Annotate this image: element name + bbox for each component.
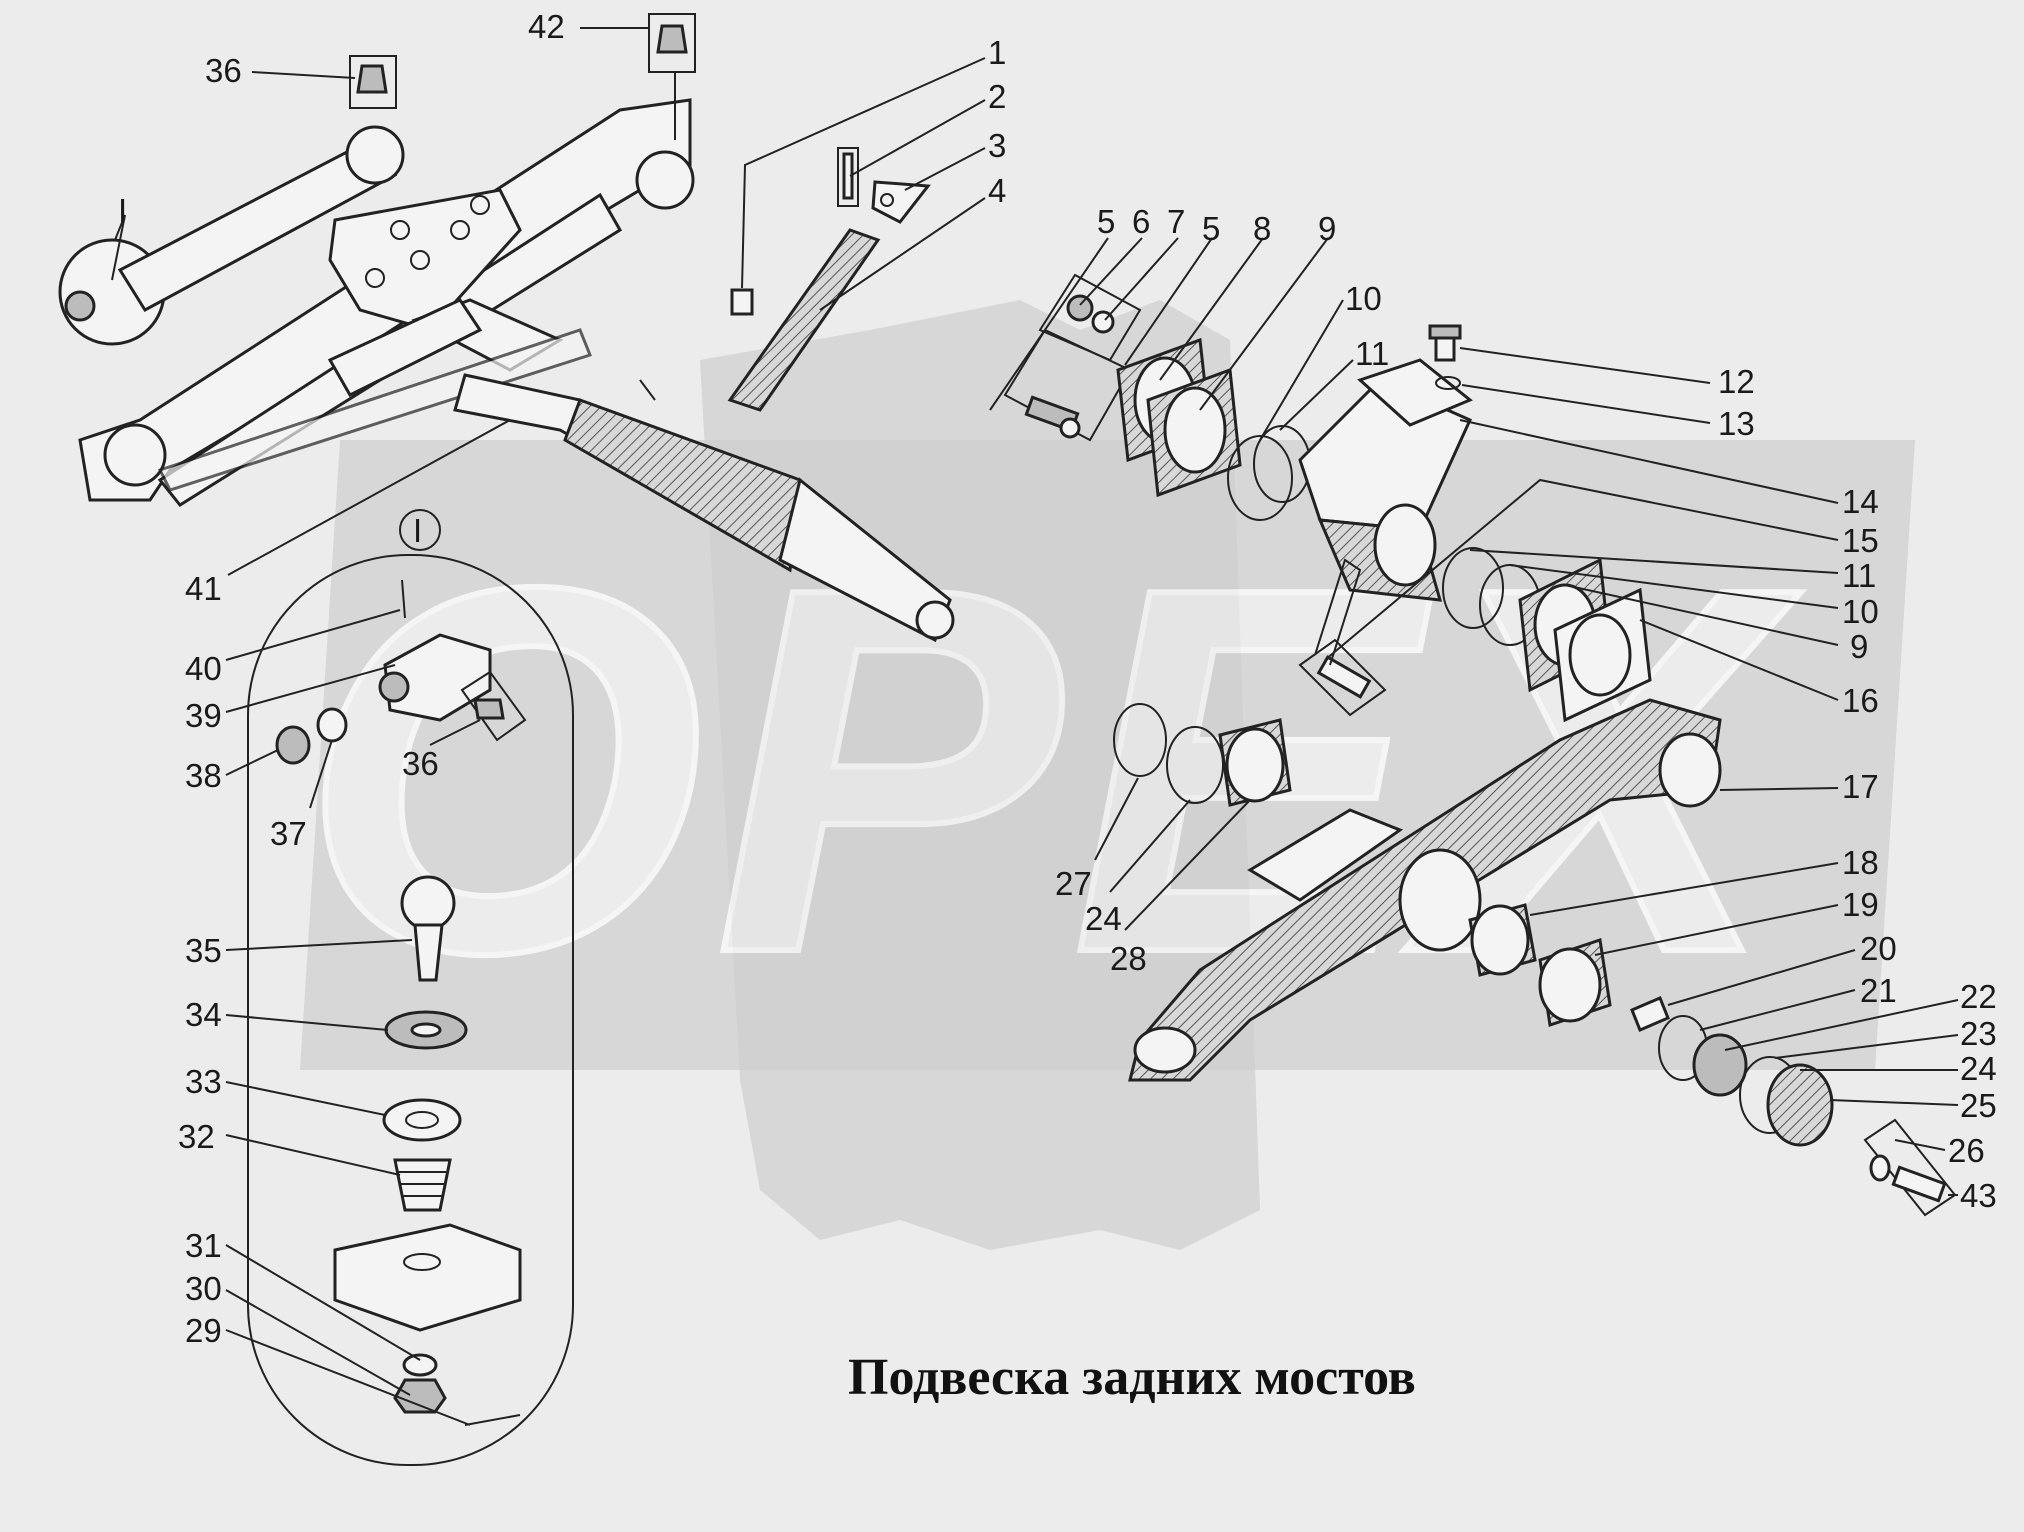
callout-24-right: 24: [1960, 1050, 1997, 1087]
callout-43: 43: [1960, 1177, 1997, 1214]
detail-view-label: I: [118, 192, 127, 229]
callout-31: 31: [185, 1227, 222, 1264]
callout-5-b: 5: [1202, 210, 1220, 247]
callout-15: 15: [1842, 522, 1879, 559]
callout-17: 17: [1842, 768, 1879, 805]
section-mark: I: [413, 512, 422, 549]
callout-16: 16: [1842, 682, 1879, 719]
callout-22: 22: [1960, 978, 1997, 1015]
callout-6: 6: [1132, 203, 1150, 240]
callout-42: 42: [528, 8, 565, 45]
callout-1: 1: [988, 34, 1006, 71]
callout-39: 39: [185, 697, 222, 734]
callout-9-right: 9: [1850, 628, 1868, 665]
callout-21: 21: [1860, 972, 1897, 1009]
callout-9-top: 9: [1318, 210, 1336, 247]
callout-11-top: 11: [1355, 335, 1389, 372]
callout-23: 23: [1960, 1015, 1997, 1052]
leader-lines: [111, 27, 1959, 1426]
callout-labels: 42 36 1 2 3 4 5 6 7 5 8 9 10 11 12 13 14…: [118, 8, 1997, 1349]
rings-27-24-28: [1113, 703, 1292, 807]
callout-18: 18: [1842, 844, 1879, 881]
parts-5-11-gaskets: [1003, 273, 1473, 602]
callout-24-mid: 24: [1085, 900, 1122, 937]
callout-10-top: 10: [1345, 280, 1382, 317]
callout-10-right: 10: [1842, 593, 1879, 630]
callout-7: 7: [1167, 203, 1185, 240]
callout-12: 12: [1718, 363, 1755, 400]
callout-34: 34: [185, 996, 222, 1033]
parts-9-16-right-gaskets: [1442, 547, 1652, 723]
callout-30: 30: [185, 1270, 222, 1307]
callout-27: 27: [1055, 865, 1092, 902]
bolt-12-washer-13: [1428, 324, 1462, 390]
grease-nipple-42: [648, 13, 696, 140]
callout-36-detail: 36: [402, 745, 439, 782]
callout-8: 8: [1253, 210, 1271, 247]
callout-29: 29: [185, 1312, 222, 1349]
callout-40: 40: [185, 650, 222, 687]
callout-38: 38: [185, 757, 222, 794]
callout-35: 35: [185, 932, 222, 969]
frame-assembly: [58, 98, 955, 643]
callout-14: 14: [1842, 483, 1879, 520]
callout-19: 19: [1842, 886, 1879, 923]
callout-5-a: 5: [1097, 203, 1115, 240]
callout-25: 25: [1960, 1087, 1997, 1124]
callout-41: 41: [185, 570, 222, 607]
callout-37: 37: [270, 815, 307, 852]
callout-13: 13: [1718, 405, 1755, 442]
hub-parts-20-43: [1630, 996, 1957, 1217]
callout-4: 4: [988, 172, 1006, 209]
callout-36-top: 36: [205, 52, 242, 89]
detail-view-I: I: [247, 509, 574, 1466]
balancer-beam: [1128, 698, 1722, 1082]
callout-11-right: 11: [1842, 557, 1876, 594]
callout-2: 2: [988, 78, 1006, 115]
parts-1-4: [727, 147, 931, 412]
grease-nipple-36: [349, 55, 397, 109]
callout-20: 20: [1860, 930, 1897, 967]
diagram-title: Подвеска задних мостов: [848, 1349, 1416, 1406]
callout-3: 3: [988, 127, 1006, 164]
callout-33: 33: [185, 1063, 222, 1100]
callout-26: 26: [1948, 1132, 1985, 1169]
callout-28: 28: [1110, 940, 1147, 977]
bolt-detail: [1298, 558, 1387, 717]
callout-32: 32: [178, 1118, 215, 1155]
